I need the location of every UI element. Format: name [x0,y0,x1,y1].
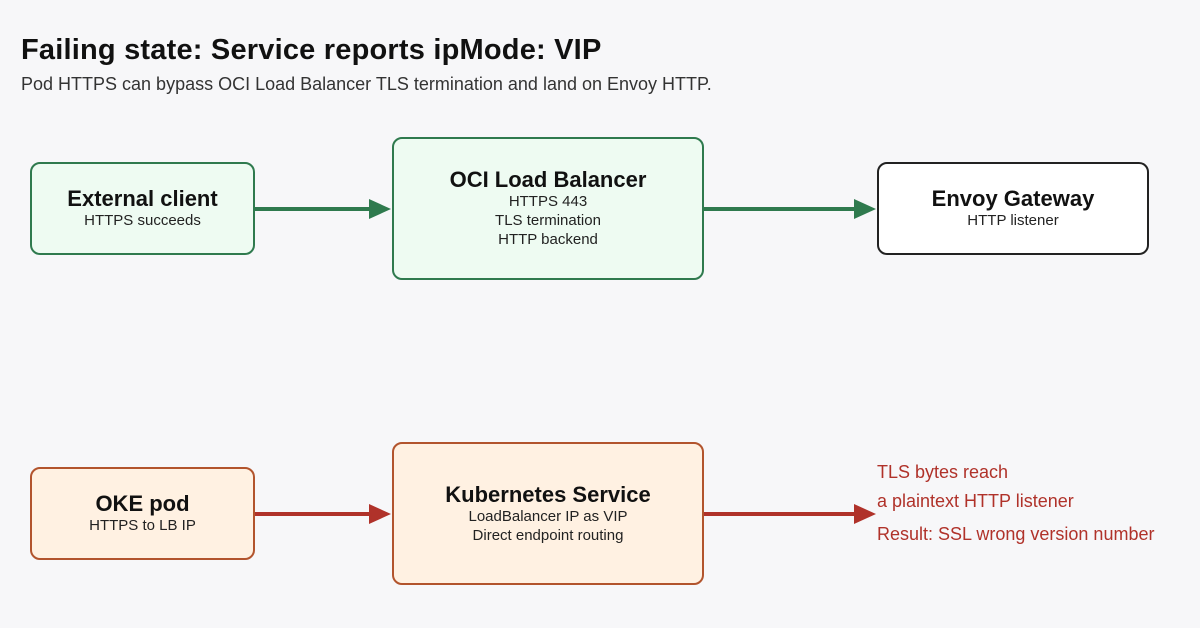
arrow-lb-to-gateway [704,199,876,219]
envoy-gateway-node: Envoy Gateway HTTP listener [877,162,1149,255]
external-client-title: External client [67,186,218,211]
oci-load-balancer-title: OCI Load Balancer [449,167,647,192]
oci-load-balancer-backend: HTTP backend [498,231,598,248]
oci-load-balancer-port: HTTPS 443 [508,193,588,210]
kubernetes-service-routing: Direct endpoint routing [472,526,624,544]
envoy-gateway-detail: HTTP listener [967,212,1059,229]
failure-result-note: Result: SSL wrong version number [877,524,1155,544]
kubernetes-service-title: Kubernetes Service [445,481,651,507]
envoy-gateway-title: Envoy Gateway [931,186,1095,211]
failure-note-line-2: a plaintext HTTP listener [877,491,1074,511]
kubernetes-service-node: Kubernetes Service LoadBalancer IP as VI… [392,442,704,585]
kubernetes-service-vip: LoadBalancer IP as VIP [468,507,628,525]
external-client-node: External client HTTPS succeeds [30,162,255,255]
oci-load-balancer-tls: TLS termination [495,212,601,229]
page-subtitle: Pod HTTPS can bypass OCI Load Balancer T… [21,74,712,94]
arrow-pod-to-service [255,504,391,524]
arrow-service-to-listener [704,504,876,524]
failure-note-line-1: TLS bytes reach [877,462,1009,482]
external-client-detail: HTTPS succeeds [84,212,201,229]
oci-load-balancer-node: OCI Load Balancer HTTPS 443 TLS terminat… [392,137,704,280]
page-title: Failing state: Service reports ipMode: V… [21,34,602,66]
oke-pod-node: OKE pod HTTPS to LB IP [30,467,255,560]
arrow-client-to-lb [255,199,391,219]
oke-pod-detail: HTTPS to LB IP [89,517,196,534]
oke-pod-title: OKE pod [95,491,190,516]
